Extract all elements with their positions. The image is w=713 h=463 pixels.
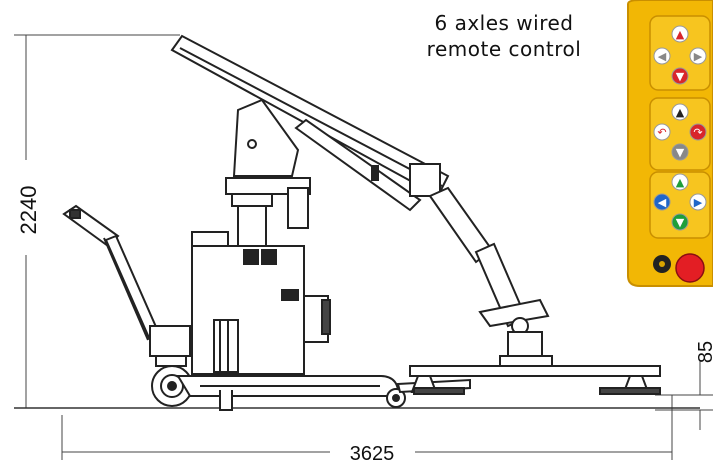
remote-panel-1: ▲ ◀ ▶ ▼ [649, 15, 711, 91]
articulated-arm [428, 186, 553, 369]
svg-text:▲: ▲ [676, 106, 685, 119]
turn-left-icon [653, 193, 671, 211]
crane-mast [225, 98, 311, 247]
svg-text:◀: ◀ [658, 50, 667, 63]
remote-panel-3: ▲ ◀ ▶ ▼ [649, 171, 711, 239]
svg-text:▶: ▶ [694, 196, 703, 209]
up-arrow-icon [671, 25, 689, 43]
rotate-left-icon [653, 123, 671, 141]
width-dimension-label: 3625 [350, 443, 395, 463]
rotate-right-icon [689, 123, 707, 141]
svg-text:▶: ▶ [694, 50, 703, 63]
svg-text:↷: ↷ [693, 126, 702, 139]
clearance-dimension-label: 85 [695, 341, 713, 363]
forward-arrow-icon [671, 173, 689, 191]
lower-arrow-icon [671, 143, 689, 161]
width-dimension [61, 395, 673, 460]
crane-body [191, 231, 331, 375]
caption-line-2: remote control [426, 37, 582, 61]
remote-bottom-section [653, 253, 705, 283]
left-arrow-icon [653, 47, 671, 65]
height-dimension-label: 2240 [16, 186, 41, 235]
remote-panel-2: ▲ ↶ ↷ ▼ [649, 97, 711, 171]
remote-caption: 6 axles wired remote control [400, 10, 608, 62]
raise-arrow-icon [671, 103, 689, 121]
vacuum-lifter [409, 365, 661, 395]
backward-arrow-icon [671, 213, 689, 231]
svg-text:◀: ◀ [658, 196, 667, 209]
tow-handle [62, 204, 162, 342]
remote-control: ▲ ◀ ▶ ▼ ▲ ↶ ↷ ▼ [627, 0, 713, 287]
svg-text:▲: ▲ [676, 28, 685, 41]
svg-text:↶: ↶ [657, 126, 666, 139]
svg-text:▲: ▲ [676, 176, 685, 189]
svg-text:▼: ▼ [676, 216, 685, 229]
emergency-stop-icon [675, 253, 705, 283]
svg-text:▼: ▼ [676, 70, 685, 83]
down-arrow-icon [671, 67, 689, 85]
rear-wheel-assembly [149, 325, 193, 407]
boom-arm [170, 34, 450, 212]
turn-right-icon [689, 193, 707, 211]
svg-text:▼: ▼ [676, 146, 685, 159]
clearance-dimension [655, 360, 713, 430]
caption-line-1: 6 axles wired [434, 11, 574, 35]
right-arrow-icon [689, 47, 707, 65]
